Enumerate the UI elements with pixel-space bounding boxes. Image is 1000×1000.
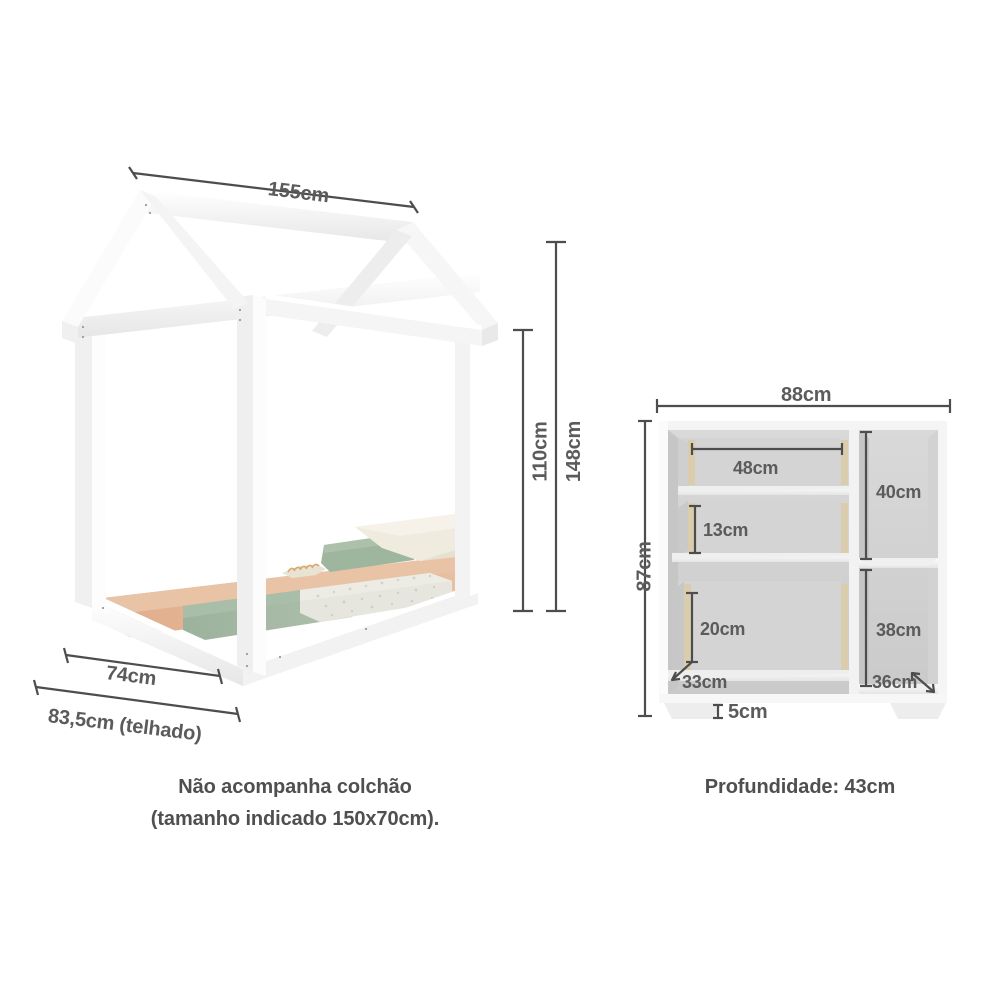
- bed-dimension-lines: [32, 166, 566, 723]
- toy-decor: [282, 563, 326, 578]
- cabinet-dim-87cm: 87cm: [633, 541, 656, 592]
- drawer-top[interactable]: [678, 438, 849, 495]
- bed-caption-line-2: (tamanho indicado 150x70cm).: [150, 808, 440, 830]
- drawer-bottom[interactable]: [668, 581, 849, 681]
- cabinet-dimension-lines: [638, 399, 952, 720]
- bed-caption-line-1: Não acompanha colchão: [178, 776, 412, 798]
- cabinet-dim-20cm: 20cm: [700, 619, 746, 639]
- cabinet-dim-40cm: 40cm: [876, 482, 922, 502]
- cabinet-body: [659, 414, 952, 719]
- cabinet-dim-48cm: 48cm: [733, 458, 779, 478]
- cabinet-caption: Profundidade: 43cm: [704, 776, 896, 798]
- bed-frame: [62, 184, 498, 686]
- screw-marks: [81, 203, 368, 668]
- cabinet-dim-88cm: 88cm: [781, 384, 832, 406]
- cabinet-dim-5cm: 5cm: [728, 701, 768, 723]
- cabinet-dim-38cm: 38cm: [876, 620, 922, 640]
- cabinet-dim-13cm: 13cm: [703, 520, 749, 540]
- cabinet-dim-36cm: 36cm: [872, 672, 918, 692]
- cabinet-foot-right: [890, 703, 946, 719]
- cabinet-dim-33cm: 33cm: [682, 672, 728, 692]
- drawer-middle[interactable]: [672, 501, 849, 562]
- cabinet-foot-left: [664, 703, 722, 719]
